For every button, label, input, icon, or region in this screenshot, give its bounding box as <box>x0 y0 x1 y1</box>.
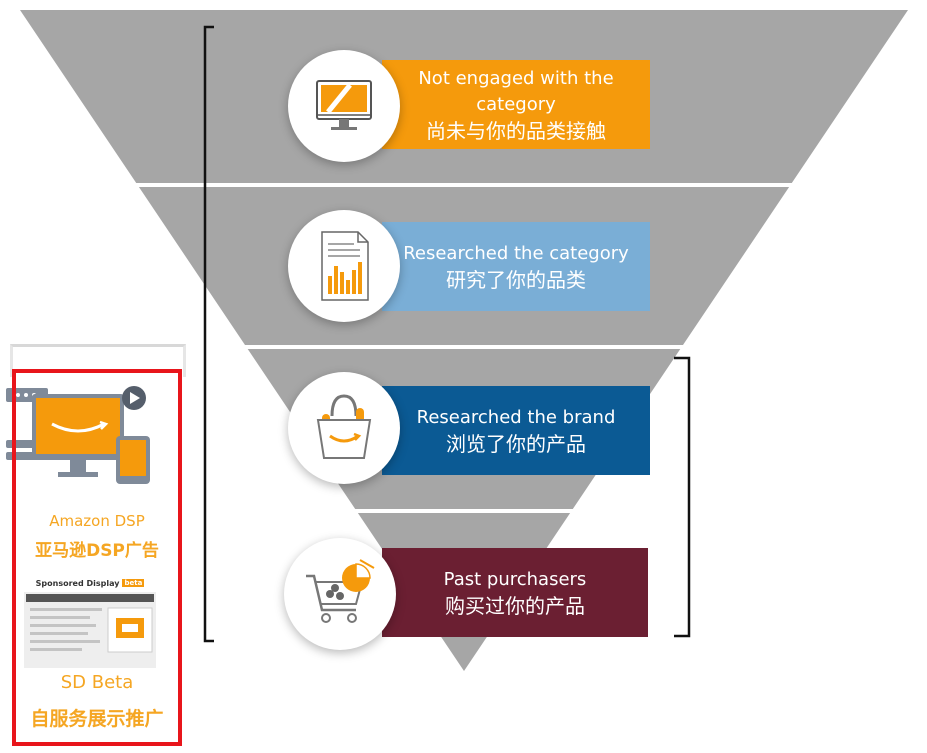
sd-thumbnail-title: Sponsored Display <box>35 578 120 588</box>
stage-icon-circle-1 <box>288 50 400 162</box>
stage-box-not-engaged: Not engaged with the category 尚未与你的品类接触 <box>382 60 650 149</box>
sidebar-shadow-frame <box>10 344 186 377</box>
cart-pie-icon <box>306 559 375 623</box>
stage-icon-circle-4 <box>284 538 396 650</box>
stage-label-cn: 尚未与你的品类接触 <box>426 118 606 143</box>
monitor-icon <box>316 80 372 130</box>
funnel-divider-3 <box>0 509 927 513</box>
stage-label-cn: 购买过你的产品 <box>445 593 585 618</box>
sd-thumbnail-screen <box>24 592 156 668</box>
right-bracket <box>674 356 691 638</box>
dsp-label-cn: 亚马逊DSP广告 <box>35 541 159 561</box>
stage-box-researched-brand: Researched the brand 浏览了你的产品 <box>382 386 650 475</box>
sd-thumbnail-badge: beta <box>122 579 145 587</box>
sd-label-en: SD Beta <box>60 672 134 693</box>
shopping-bag-icon <box>316 394 372 459</box>
funnel-shape <box>20 10 908 671</box>
stage-label-en: Not engaged with the category <box>418 67 614 115</box>
stage-label-en: Past purchasers <box>443 568 587 590</box>
left-bracket <box>203 25 214 643</box>
stage-icon-circle-2 <box>288 210 400 322</box>
funnel-divider-2 <box>0 345 927 349</box>
sd-label-cn: 自服务展示推广 <box>30 708 164 730</box>
funnel-divider-1 <box>0 183 927 187</box>
stage-label-en: Researched the brand <box>416 406 616 428</box>
stage-label-cn: 研究了你的品类 <box>446 267 586 292</box>
stage-box-researched-category: Researched the category 研究了你的品类 <box>382 222 650 311</box>
dsp-label-en: Amazon DSP <box>49 512 145 530</box>
stage-box-past-purchasers: Past purchasers 购买过你的产品 <box>382 548 648 637</box>
highlight-box <box>12 369 182 746</box>
stage-icon-circle-3 <box>288 372 400 484</box>
stage-label-en: Researched the category <box>403 242 629 264</box>
report-chart-icon <box>321 231 369 301</box>
dsp-devices-illustration <box>6 386 150 484</box>
stage-label-cn: 浏览了你的产品 <box>446 431 586 456</box>
sd-thumbnail: Sponsored Display beta <box>24 574 156 668</box>
sd-thumbnail-header: Sponsored Display beta <box>24 574 156 592</box>
